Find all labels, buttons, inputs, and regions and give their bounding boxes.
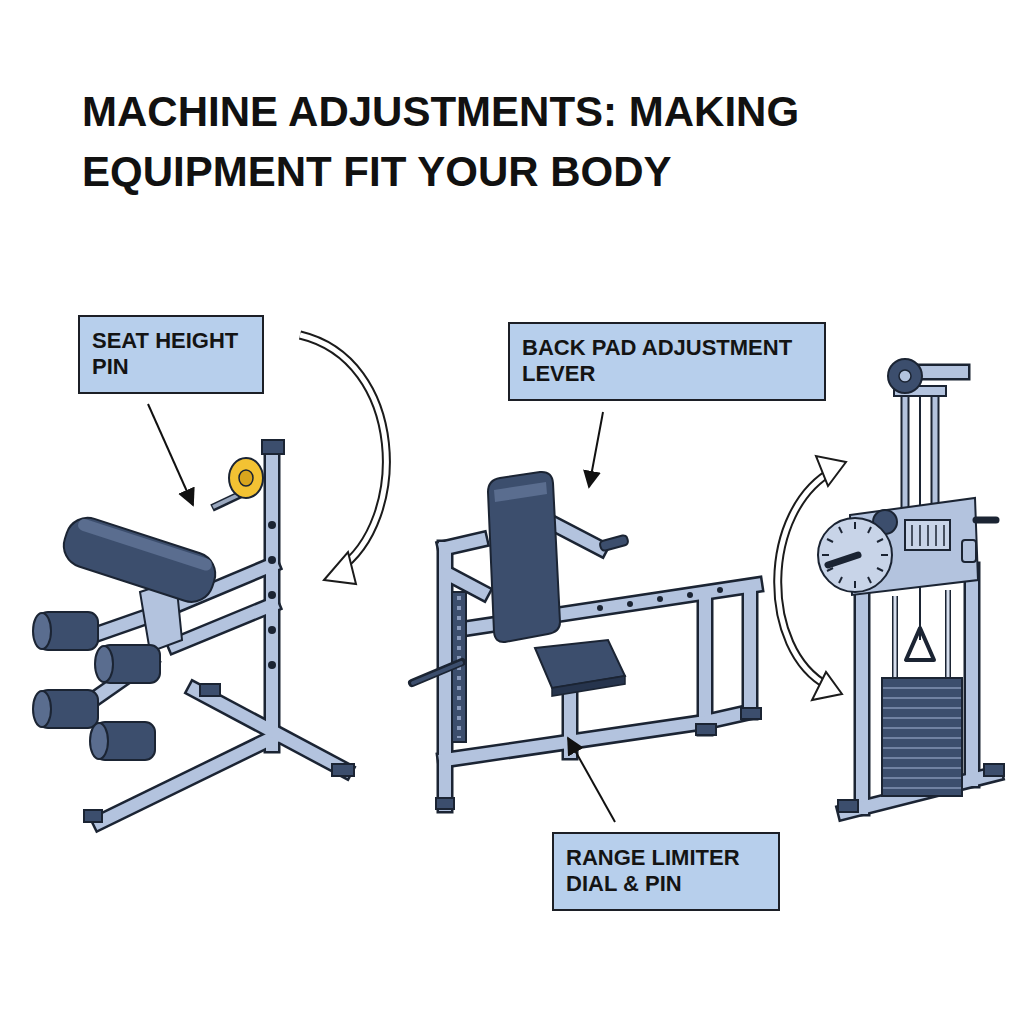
roller-pads xyxy=(33,612,160,760)
post-holes xyxy=(268,521,276,669)
adjust-arrow xyxy=(778,456,846,700)
foot xyxy=(741,708,761,719)
frame-fill xyxy=(80,452,345,822)
rail-holes xyxy=(597,587,723,611)
yellow-pin-center xyxy=(239,470,253,486)
yellow-pin xyxy=(229,458,263,498)
foot xyxy=(696,724,716,735)
leader-line xyxy=(568,738,615,822)
foot xyxy=(984,764,1004,776)
bench-machine xyxy=(33,440,354,822)
guide-rod xyxy=(945,590,951,678)
bench-pad xyxy=(58,512,221,607)
crank-handle xyxy=(412,662,462,683)
weight-stack xyxy=(882,678,962,796)
side-knob xyxy=(976,517,996,524)
guide-rod xyxy=(892,596,898,678)
callout-label: SEAT HEIGHT PIN xyxy=(92,328,250,381)
foot xyxy=(436,798,454,809)
page-title: MACHINE ADJUSTMENTS: MAKING EQUIPMENT FI… xyxy=(82,82,982,202)
dial-pin xyxy=(828,555,858,565)
back-pad xyxy=(488,472,560,642)
crank-handle xyxy=(413,663,461,683)
range-dial xyxy=(818,518,892,592)
weight-plates xyxy=(883,688,961,788)
cable-machine xyxy=(818,359,1004,812)
seat-edge xyxy=(552,676,625,696)
grille-lines xyxy=(912,525,944,546)
post-cap xyxy=(262,440,284,454)
callout-box: RANGE LIMITER DIAL & PIN xyxy=(552,832,780,911)
callout-box: BACK PAD ADJUSTMENT LEVER xyxy=(508,322,826,401)
frame-fill xyxy=(845,372,995,812)
foot xyxy=(200,684,220,696)
foot xyxy=(332,764,354,776)
dial-ticks xyxy=(822,522,888,588)
housing-grille xyxy=(905,520,950,550)
column-rod xyxy=(933,385,938,510)
side-pin xyxy=(962,540,976,562)
press-machine xyxy=(412,472,761,809)
pulley-axle xyxy=(899,370,911,382)
leader-line xyxy=(589,412,603,487)
column-rod xyxy=(903,385,908,512)
leader-line xyxy=(148,404,193,505)
cable-handle xyxy=(906,628,934,660)
guide-rod xyxy=(894,596,897,678)
foot xyxy=(84,810,102,822)
callout-label: BACK PAD ADJUSTMENT LEVER xyxy=(522,335,812,388)
back-pad-highlight xyxy=(494,482,547,502)
handle-grip xyxy=(599,535,629,552)
top-pulley xyxy=(888,359,922,393)
frame-outline xyxy=(845,372,995,812)
frame-outline xyxy=(80,452,345,822)
guide-rod xyxy=(947,590,950,678)
callout-box: SEAT HEIGHT PIN xyxy=(78,315,264,394)
adjust-arrow xyxy=(300,335,386,584)
foot xyxy=(838,800,858,812)
callout-label: RANGE LIMITER DIAL & PIN xyxy=(566,845,766,898)
column-rod xyxy=(931,385,940,510)
column-rod xyxy=(901,385,910,512)
